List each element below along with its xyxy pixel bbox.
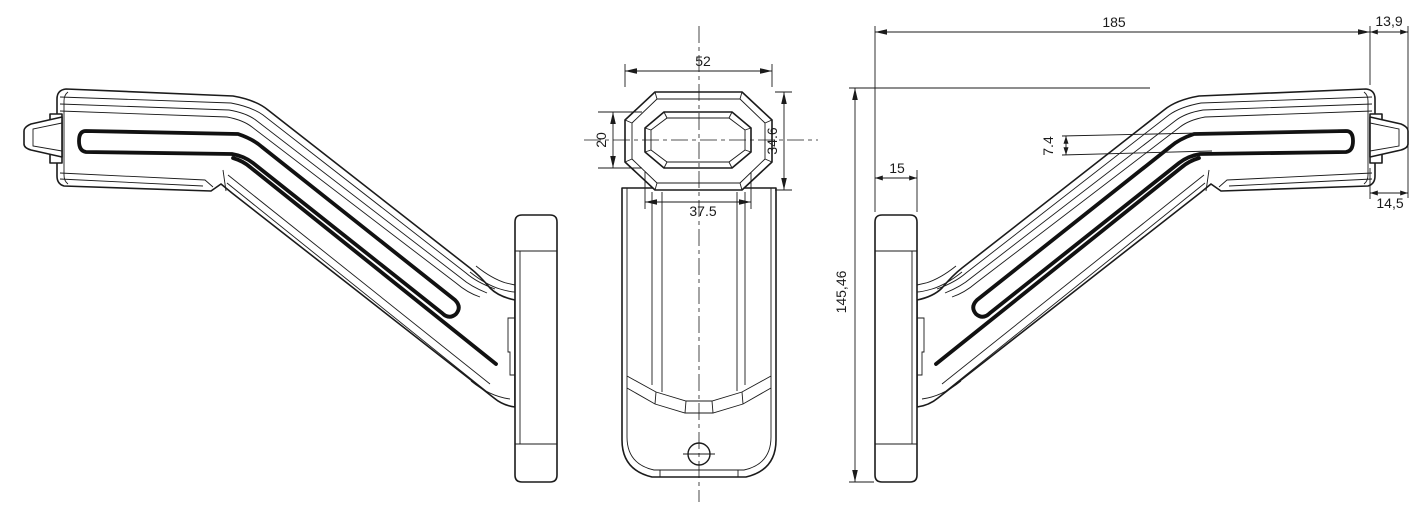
extension-line <box>849 87 1150 483</box>
dim-label-total-length: 185 <box>1102 14 1126 30</box>
extension-line <box>598 111 642 169</box>
dim-label-tip-bottom: 14,5 <box>1376 195 1403 211</box>
ring-tick <box>624 91 773 191</box>
front-view <box>584 26 818 502</box>
extension-line <box>874 26 1371 212</box>
dimensions: 52 20 34.6 37.5 185 13,9 14,5 15 145,46 <box>593 13 1409 483</box>
facet-tick <box>741 391 744 405</box>
extension-line <box>624 64 773 87</box>
dim-label-overall-height: 145,46 <box>833 270 849 313</box>
facet-tick <box>684 400 687 414</box>
dim-label-bracket-width: 15 <box>889 160 905 176</box>
dim-label-lens-offset: 7.4 <box>1040 136 1056 156</box>
dim-label-head-width: 52 <box>695 53 711 69</box>
dim-label-tip-top: 13,9 <box>1375 13 1402 29</box>
right-side-view <box>873 87 1410 484</box>
dim-label-lens-width: 37.5 <box>689 203 716 219</box>
shoulder-facet <box>626 375 772 402</box>
ring-tick <box>644 111 752 169</box>
facet-tick <box>654 391 657 405</box>
extension-line <box>1061 129 1339 156</box>
dim-label-lens-height: 20 <box>593 132 609 148</box>
facet-tick <box>711 400 714 414</box>
dim-label-head-height: 34.6 <box>764 127 780 154</box>
left-side-view <box>22 87 559 484</box>
